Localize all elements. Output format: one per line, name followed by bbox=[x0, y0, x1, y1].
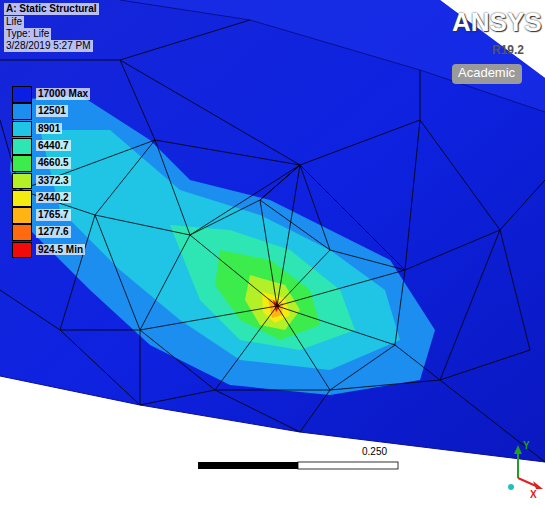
legend-swatch bbox=[12, 155, 32, 172]
academic-badge bbox=[452, 64, 522, 84]
legend-value: 2440.2 bbox=[36, 192, 71, 204]
legend-swatch bbox=[12, 173, 32, 190]
legend-value: 12501 bbox=[36, 105, 68, 117]
part-surface bbox=[0, 0, 545, 462]
contour-bands bbox=[10, 95, 435, 395]
legend-swatch bbox=[12, 86, 32, 103]
result-type: Type: Life bbox=[4, 28, 51, 40]
timestamp: 3/28/2019 5:27 PM bbox=[4, 40, 93, 52]
axis-triad bbox=[508, 445, 543, 490]
legend-value: 4660.5 bbox=[36, 157, 71, 169]
legend-swatch bbox=[12, 138, 32, 155]
version-label: R19.2 bbox=[492, 44, 524, 58]
brand-logo: ANSYS bbox=[452, 8, 542, 38]
legend-value: 6440.7 bbox=[36, 140, 71, 152]
legend-swatch bbox=[12, 242, 32, 259]
license-label: Academic bbox=[458, 66, 515, 81]
legend-swatch bbox=[12, 121, 32, 138]
axis-label: Y bbox=[523, 440, 530, 452]
legend-value: 17000 Max bbox=[36, 88, 90, 100]
legend-swatch bbox=[12, 207, 32, 224]
part-edge bbox=[120, 0, 545, 112]
result-name: Life bbox=[4, 16, 24, 28]
legend-value: 1765.7 bbox=[36, 209, 71, 221]
legend-swatch bbox=[12, 190, 32, 207]
mesh-lines bbox=[0, 20, 545, 462]
legend-value: 1277.6 bbox=[36, 226, 71, 238]
legend-value: 3372.3 bbox=[36, 175, 71, 187]
part-edge-face bbox=[0, 0, 545, 112]
analysis-title: A: Static Structural bbox=[4, 3, 99, 15]
axis-label: X bbox=[530, 489, 537, 501]
legend-value: 8901 bbox=[36, 123, 62, 135]
scale-bar bbox=[198, 462, 398, 469]
scale-label: 0.250 bbox=[360, 446, 389, 458]
legend-swatch bbox=[12, 103, 32, 120]
legend-value: 924.5 Min bbox=[36, 244, 85, 256]
legend-swatch bbox=[12, 224, 32, 241]
